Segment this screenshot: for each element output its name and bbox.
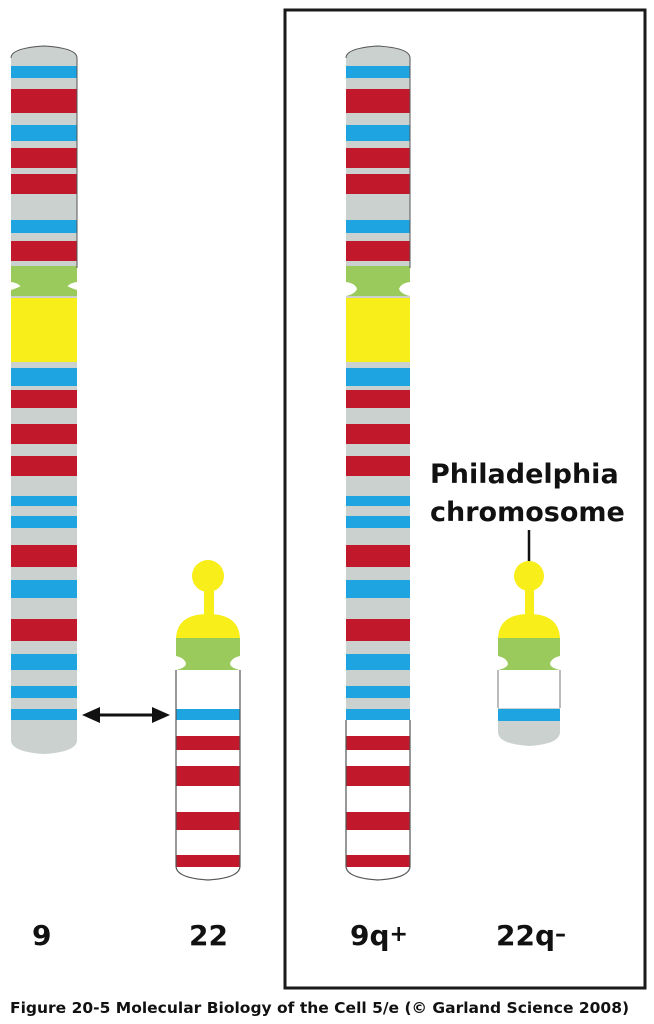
chromosome-22 <box>175 560 241 881</box>
label-chromosome-22: 22 <box>189 919 228 952</box>
label-9q-base: 9q <box>350 919 390 952</box>
philadelphia-annotation: Philadelphia chromosome <box>430 456 625 532</box>
label-chromosome-9: 9 <box>32 919 52 952</box>
derivative-box <box>283 8 647 990</box>
label-9q-superscript: + <box>389 922 408 947</box>
figure-caption: Figure 20-5 Molecular Biology of the Cel… <box>10 999 630 1017</box>
chromosome-9 <box>10 45 78 754</box>
chromosome-22q-minus <box>497 530 561 746</box>
label-22q-superscript: – <box>555 922 567 947</box>
exchange-arrow <box>82 707 170 723</box>
chromosome-9q-plus <box>345 45 411 881</box>
label-22q-base: 22q <box>496 919 556 952</box>
annotation-line-2: chromosome <box>430 497 625 528</box>
label-chromosome-9q-plus: 9q+ <box>350 918 408 957</box>
annotation-line-1: Philadelphia <box>430 459 619 490</box>
label-chromosome-22q-minus: 22q– <box>496 918 566 957</box>
